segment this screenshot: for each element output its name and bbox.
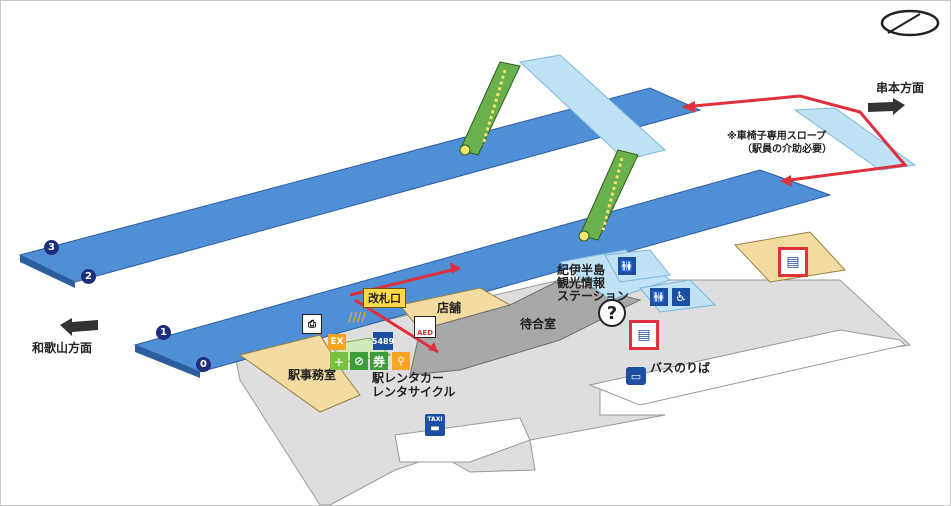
platform-number-3: 3 (44, 240, 59, 255)
slope-note-line2: （駅員の介助必要） (742, 144, 832, 155)
reservation-ticket-icon: ＋ (330, 352, 348, 370)
taxi-icon-label: TAXI (427, 416, 443, 423)
info-station-label-1: 紀伊半島 (557, 263, 606, 277)
overbridge (518, 54, 667, 161)
stairs-lower (578, 149, 639, 242)
station-office-label: 駅事務室 (288, 368, 337, 382)
rental-car-icon: ⚲ (392, 352, 410, 370)
shop-label: 店舗 (437, 301, 462, 315)
bus-stop-label: バスのりば (650, 361, 711, 375)
platform-number-1: 1 (156, 325, 171, 340)
direction-label-wakayama: 和歌山方面 (32, 341, 93, 355)
green-window-icon: ⊘ (350, 352, 368, 370)
platform-number-0: 0 (196, 357, 211, 372)
locker-icon: ▤ (629, 320, 659, 350)
aed-icon: AED (414, 316, 436, 338)
direction-label-kushimoto: 串本方面 (876, 81, 925, 95)
bus-lane (588, 329, 906, 406)
ex-icon: EX (328, 334, 346, 350)
toilet-icon: 🚻 (618, 257, 636, 275)
ticket-machine-icon: ⎙ (302, 314, 322, 334)
ticket-window-icon: //// (348, 310, 366, 324)
ticket-icon: 券 (370, 352, 388, 370)
info-question-icon: ? (598, 299, 626, 327)
arrow-left-direction (60, 318, 98, 336)
rental-label-2: レンタサイクル (372, 385, 456, 399)
taxi-lane (394, 417, 531, 463)
rental-label-1: 駅レンタカー (372, 371, 445, 385)
bus-icon: ▭ (626, 367, 646, 385)
stairs-upper (459, 61, 521, 156)
platform-3-area (18, 87, 702, 283)
slope-note-line1: ※車椅子専用スロープ (727, 131, 827, 142)
ticket-gate-label: 改札口 (363, 288, 406, 308)
arrow-right-direction (868, 98, 905, 115)
wheelchair-slope-route (682, 94, 908, 182)
locker-icon-2: ▤ (778, 247, 808, 277)
taxi-car-icon: ▬ (430, 423, 440, 434)
waiting-room-label: 待合室 (520, 317, 557, 331)
slope-bridge (793, 107, 917, 171)
north-compass-icon (880, 9, 940, 37)
platform-number-2: 2 (81, 269, 96, 284)
taxi-icon: TAXI ▬ (425, 414, 445, 436)
toilet-icon-2: 🚻 (650, 288, 668, 306)
wheelchair-icon: ♿ (672, 288, 690, 306)
number-5489-icon: 5489 (372, 332, 394, 350)
info-station-label-2: 観光情報 (557, 276, 606, 290)
